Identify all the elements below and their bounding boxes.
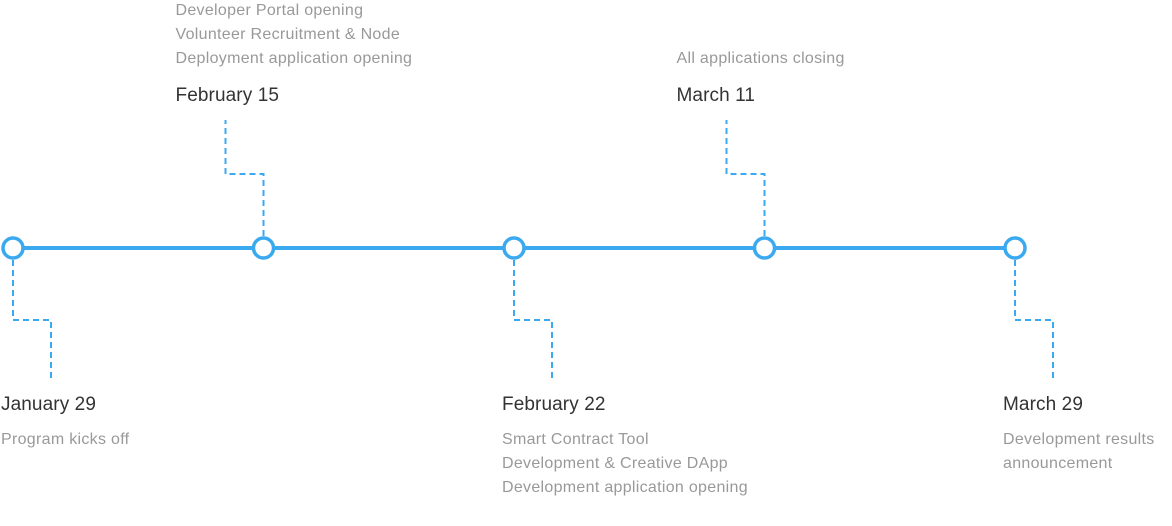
event-description-line: Developer Portal opening (175, 2, 364, 19)
event-description-line: Development results (1003, 431, 1155, 448)
timeline-connector (513, 260, 553, 378)
event-description: Program kicks off (1, 428, 129, 452)
event-date: March 29 (1003, 394, 1084, 415)
timeline-node (502, 236, 526, 260)
event-description-line: Smart Contract Tool (502, 431, 649, 448)
event-date: March 11 (676, 85, 756, 106)
event-description-line: Deployment application opening (175, 50, 413, 67)
event-description-line: Development & Creative DApp (502, 455, 728, 472)
timeline-connector (224, 120, 265, 236)
event-description-line: Volunteer Recruitment & Node (175, 26, 401, 43)
event-description-line: All applications closing (676, 50, 845, 67)
timeline-node (1, 236, 25, 260)
timeline-node (752, 236, 777, 260)
event-date: February 15 (175, 85, 280, 106)
timeline-node (1003, 236, 1027, 260)
timeline-connector (725, 120, 766, 236)
event-description-line: announcement (1003, 455, 1113, 472)
event-date: January 29 (1, 394, 97, 415)
event-date: February 22 (502, 394, 606, 415)
timeline-node (251, 236, 276, 260)
event-description: All applications closing (677, 47, 845, 71)
event-description-line: Program kicks off (1, 431, 130, 448)
timeline-connector (1014, 260, 1054, 378)
event-description: Development results announcement (1003, 428, 1155, 476)
timeline-connector (12, 260, 52, 378)
event-description-line: Development application opening (502, 479, 748, 496)
